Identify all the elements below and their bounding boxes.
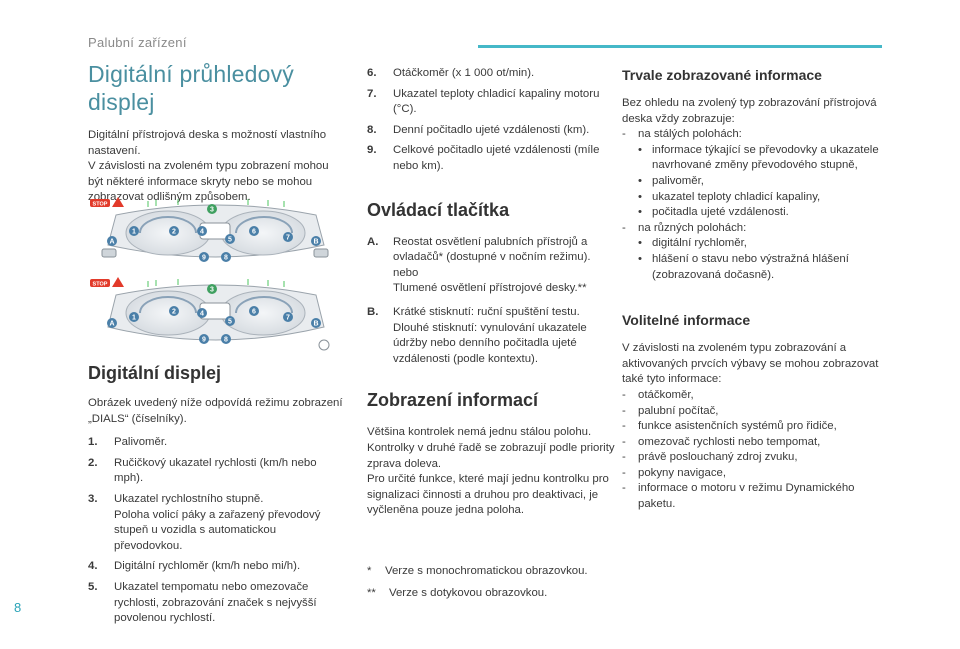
svg-text:4: 4	[200, 229, 204, 236]
svg-text:5: 5	[228, 319, 232, 326]
svg-text:7: 7	[286, 315, 290, 322]
intro-line-2: V závislosti na zvoleném typu zobrazení …	[88, 160, 329, 204]
intro-line-1: Digitální přístrojová deska s možností v…	[88, 129, 327, 157]
svg-text:A: A	[109, 239, 114, 246]
list-item: •hlášení o stavu nebo výstražná hlášení …	[638, 252, 849, 281]
section-header: Palubní zařízení	[88, 35, 187, 50]
list-item: 2.Ručičkový ukazatel rychlosti (km/h neb…	[88, 456, 317, 485]
footnote: *Verze s monochromatickou obrazovkou.	[367, 565, 588, 577]
list-item: A.Reostat osvětlení palubních přístrojů …	[367, 235, 591, 295]
svg-text:8: 8	[224, 255, 228, 262]
list-item: •ukazatel teploty chladicí kapaliny,	[638, 190, 821, 203]
list-item: -na různých polohách: •digitální rychlom…	[622, 221, 884, 283]
info-text-2: Pro určité funkce, které mají jednu kont…	[367, 473, 609, 517]
cluster-day-view: STOP	[90, 197, 329, 258]
permanent-info-list: -na stálých polohách: •informace týkajíc…	[622, 127, 884, 283]
permanent-info-title: Trvale zobrazované informace	[622, 67, 822, 83]
display-items-list-cont: 6.Otáčkoměr (x 1 000 ot/min). 7.Ukazatel…	[367, 66, 615, 175]
list-item: -otáčkoměr,	[622, 388, 694, 401]
list-item: -na stálých polohách: •informace týkajíc…	[622, 127, 884, 221]
svg-text:B: B	[313, 239, 318, 246]
column-middle: 6.Otáčkoměr (x 1 000 ot/min). 7.Ukazatel…	[367, 66, 615, 519]
svg-text:9: 9	[202, 255, 206, 262]
svg-text:2: 2	[172, 309, 176, 316]
list-item: 9.Celkové počitadlo ujeté vzdálenosti (m…	[367, 144, 600, 172]
controls-list: A.Reostat osvětlení palubních přístrojů …	[367, 235, 615, 368]
list-item: •palivoměr,	[638, 174, 704, 187]
svg-text:STOP: STOP	[93, 202, 108, 208]
page-title: Digitální průhledový displej	[88, 61, 295, 115]
list-item: -omezovač rychlosti nebo tempomat,	[622, 435, 821, 448]
optional-info-intro: V závislosti na zvoleném typu zobrazován…	[622, 342, 879, 386]
instrument-cluster-figure: STOP STOP 3 1 2 4 5 6 7 9 8 A B 3 1	[90, 197, 330, 351]
list-item: 5.Ukazatel tempomatu nebo omezovače rych…	[88, 580, 317, 625]
column-left: Digitální průhledový displej Digitální p…	[88, 60, 344, 206]
list-item: 3.Ukazatel rychlostního stupně.Poloha vo…	[88, 492, 321, 552]
list-item: -pokyny navigace,	[622, 466, 727, 479]
svg-text:B: B	[313, 321, 318, 328]
footnote: **Verze s dotykovou obrazovkou.	[367, 586, 548, 599]
svg-text:2: 2	[172, 229, 176, 236]
digital-display-intro: Obrázek uvedený níže odpovídá režimu zob…	[88, 397, 343, 425]
svg-text:1: 1	[132, 315, 136, 322]
list-item: 4.Digitální rychloměr (km/h nebo mi/h).	[88, 560, 301, 573]
list-item: •informace týkající se převodovky a ukaz…	[638, 143, 879, 172]
digital-display-section: Digitální displej Obrázek uvedený níže o…	[88, 362, 344, 632]
svg-text:9: 9	[202, 337, 206, 344]
digital-display-title: Digitální displej	[88, 363, 222, 383]
column-right: Trvale zobrazované informace Bez ohledu …	[622, 66, 884, 513]
list-item: 7.Ukazatel teploty chladicí kapaliny mot…	[367, 87, 600, 116]
list-item: 6.Otáčkoměr (x 1 000 ot/min).	[367, 67, 535, 79]
svg-text:6: 6	[252, 309, 256, 316]
optional-info-title: Volitelné informace	[622, 312, 751, 329]
header-accent-bar	[478, 45, 882, 48]
list-item: -palubní počítač,	[622, 404, 719, 417]
optional-info-list: -otáčkoměr, -palubní počítač, -funkce as…	[622, 388, 884, 513]
svg-text:3: 3	[210, 287, 214, 294]
list-item: -právě poslouchaný zdroj zvuku,	[622, 451, 798, 464]
info-text-1: Většina kontrolek nemá jednu stálou polo…	[367, 426, 615, 470]
svg-text:3: 3	[210, 207, 214, 214]
svg-text:8: 8	[224, 337, 228, 344]
list-item: 1.Palivoměr.	[88, 436, 168, 449]
svg-text:6: 6	[252, 229, 256, 236]
cluster-night-view: STOP	[90, 277, 330, 351]
info-title: Zobrazení informací	[367, 390, 539, 411]
list-item: -informace o motoru v režimu Dynamického…	[622, 482, 855, 511]
svg-text:4: 4	[200, 311, 204, 318]
svg-text:7: 7	[286, 235, 290, 242]
list-item: •počitadla ujeté vzdálenosti.	[638, 206, 789, 219]
svg-text:STOP: STOP	[93, 282, 108, 288]
svg-text:1: 1	[132, 229, 136, 236]
footnotes: *Verze s monochromatickou obrazovkou. **…	[367, 564, 615, 607]
svg-text:A: A	[109, 321, 114, 328]
list-item: -funkce asistenčních systémů pro řidiče,	[622, 420, 837, 433]
list-item: •digitální rychloměr,	[638, 237, 747, 250]
page-number: 8	[14, 600, 22, 615]
list-item: B.Krátké stisknutí: ruční spuštění testu…	[367, 305, 587, 365]
list-item: 8.Denní počitadlo ujeté vzdálenosti (km)…	[367, 123, 590, 136]
controls-title: Ovládací tlačítka	[367, 199, 510, 220]
svg-text:5: 5	[228, 237, 232, 244]
permanent-info-intro: Bez ohledu na zvolený typ zobrazování př…	[622, 97, 877, 125]
display-items-list: 1.Palivoměr. 2.Ručičkový ukazatel rychlo…	[88, 435, 344, 627]
